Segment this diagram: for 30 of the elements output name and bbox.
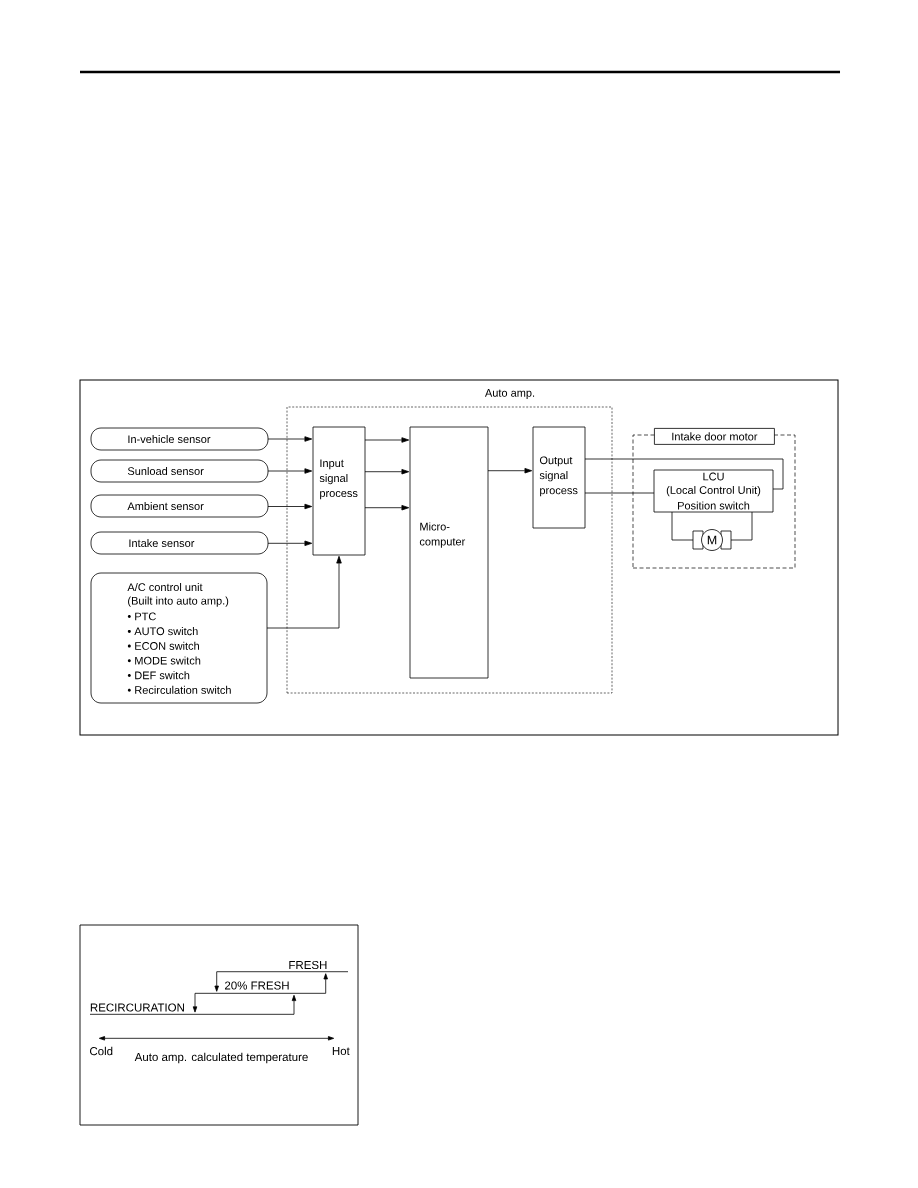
connector-line: [730, 511, 753, 541]
heading-box: Intake door motor: [654, 428, 775, 445]
level-label: 20% FRESH: [225, 981, 289, 990]
enclosure-heading: Auto amp.: [484, 389, 535, 399]
arrow: [267, 503, 313, 510]
axis-title: Auto amp. calculated temperature: [134, 1052, 308, 1064]
process-box: Micro- computer: [409, 426, 489, 679]
unit-box: LCU (Local Control Unit) Position switch: [653, 469, 774, 513]
arrow: [266, 555, 342, 629]
axis-end-label: Hot: [332, 1047, 350, 1055]
control-unit-box: A/C control unit (Built into auto amp.) • PTC • AUTO switch • ECON switch • MODE switch • DEF switch • Recirculation switch: [90, 572, 268, 704]
arrow: [267, 540, 313, 546]
axis-end-label: Cold: [90, 1046, 113, 1056]
arrow: [364, 437, 410, 443]
level-label: RECIRCURATION: [90, 1003, 184, 1012]
sensor-box: Sunload sensor: [90, 459, 269, 483]
arrow: [267, 468, 313, 474]
arrow: [364, 469, 410, 475]
sensor-box: In-vehicle sensor: [90, 427, 269, 451]
process-box: Input signal process: [312, 426, 366, 556]
sensor-box: Intake sensor: [90, 531, 269, 555]
level-label: FRESH: [289, 960, 327, 970]
connector-line: [584, 458, 784, 490]
arrow: [487, 468, 533, 474]
connector-line: [584, 492, 655, 494]
sensor-box: Ambient sensor: [90, 494, 269, 518]
connector-line: [671, 511, 694, 541]
process-box: Output signal process: [532, 426, 586, 529]
arrow: [267, 436, 313, 442]
arrow: [364, 505, 410, 511]
